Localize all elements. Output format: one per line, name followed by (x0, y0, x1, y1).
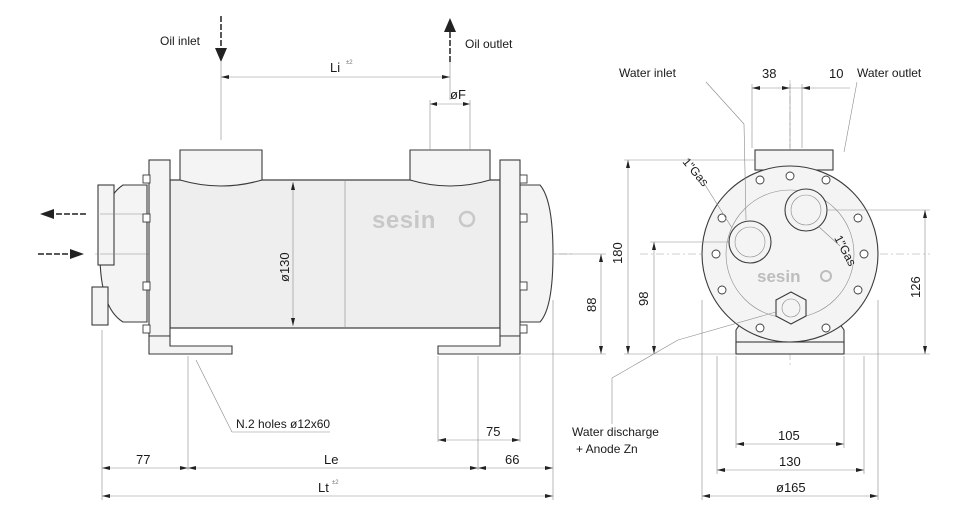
right-end-cap (519, 184, 554, 323)
dim-d88: 88 (584, 298, 599, 312)
dim-d77: 77 (136, 452, 150, 467)
dim-of: øF (450, 87, 466, 102)
dim-d180: 180 (610, 242, 625, 264)
dim-lt-tolerance: ±2 (332, 480, 339, 486)
left-foot (148, 335, 233, 355)
oil-inlet-label: Oil inlet (160, 34, 201, 48)
anode-label: + Anode Zn (576, 442, 638, 456)
right-foot (437, 335, 521, 355)
dim-d75: 75 (486, 424, 500, 439)
right-flange (499, 159, 521, 337)
dim-d126: 126 (908, 276, 923, 298)
dim-li-tolerance: ±2 (346, 60, 353, 66)
dim-d38: 38 (762, 66, 776, 81)
brand-watermark: sesin (372, 207, 436, 234)
dim-d105: 105 (778, 428, 800, 443)
oil-outlet-label: Oil outlet (465, 37, 513, 51)
left-cover-plate (97, 184, 115, 266)
oil-outlet-port (409, 149, 491, 187)
drain-plug (91, 286, 109, 326)
brand-watermark-small: sesin (757, 267, 800, 286)
shell (169, 179, 501, 329)
dim-d10: 10 (829, 66, 843, 81)
oil-inlet-arrow-icon (215, 48, 227, 62)
dim-d66: 66 (505, 452, 519, 467)
brand-logo-small-icon (820, 270, 832, 282)
water-outlet-label: Water outlet (857, 66, 922, 80)
water-discharge-label: Water discharge (572, 425, 659, 439)
brand-logo-icon (458, 210, 476, 228)
left-flange (148, 159, 171, 337)
anode-plug (775, 291, 807, 325)
oil-outlet-arrow-icon (444, 18, 456, 32)
side-view: sesin Oil inlet Oil outlet Li ±2 øF (38, 16, 606, 500)
holes-label: N.2 holes ø12x60 (236, 417, 330, 431)
end-view: sesin 1"Gas 1"Gas Water inlet Water outl… (572, 66, 930, 500)
dim-d165: ø165 (776, 480, 806, 495)
water-inlet-label: Water inlet (619, 66, 677, 80)
dim-w130: 130 (779, 454, 801, 469)
dim-d130: ø130 (277, 252, 292, 282)
water-in-arrow-icon (70, 249, 84, 259)
dim-li: Li (330, 60, 340, 75)
dim-lt: Lt (318, 480, 329, 495)
oil-inlet-port (179, 149, 263, 187)
dim-le: Le (324, 452, 338, 467)
water-out-arrow-icon (40, 209, 54, 219)
dim-d98: 98 (636, 292, 651, 306)
